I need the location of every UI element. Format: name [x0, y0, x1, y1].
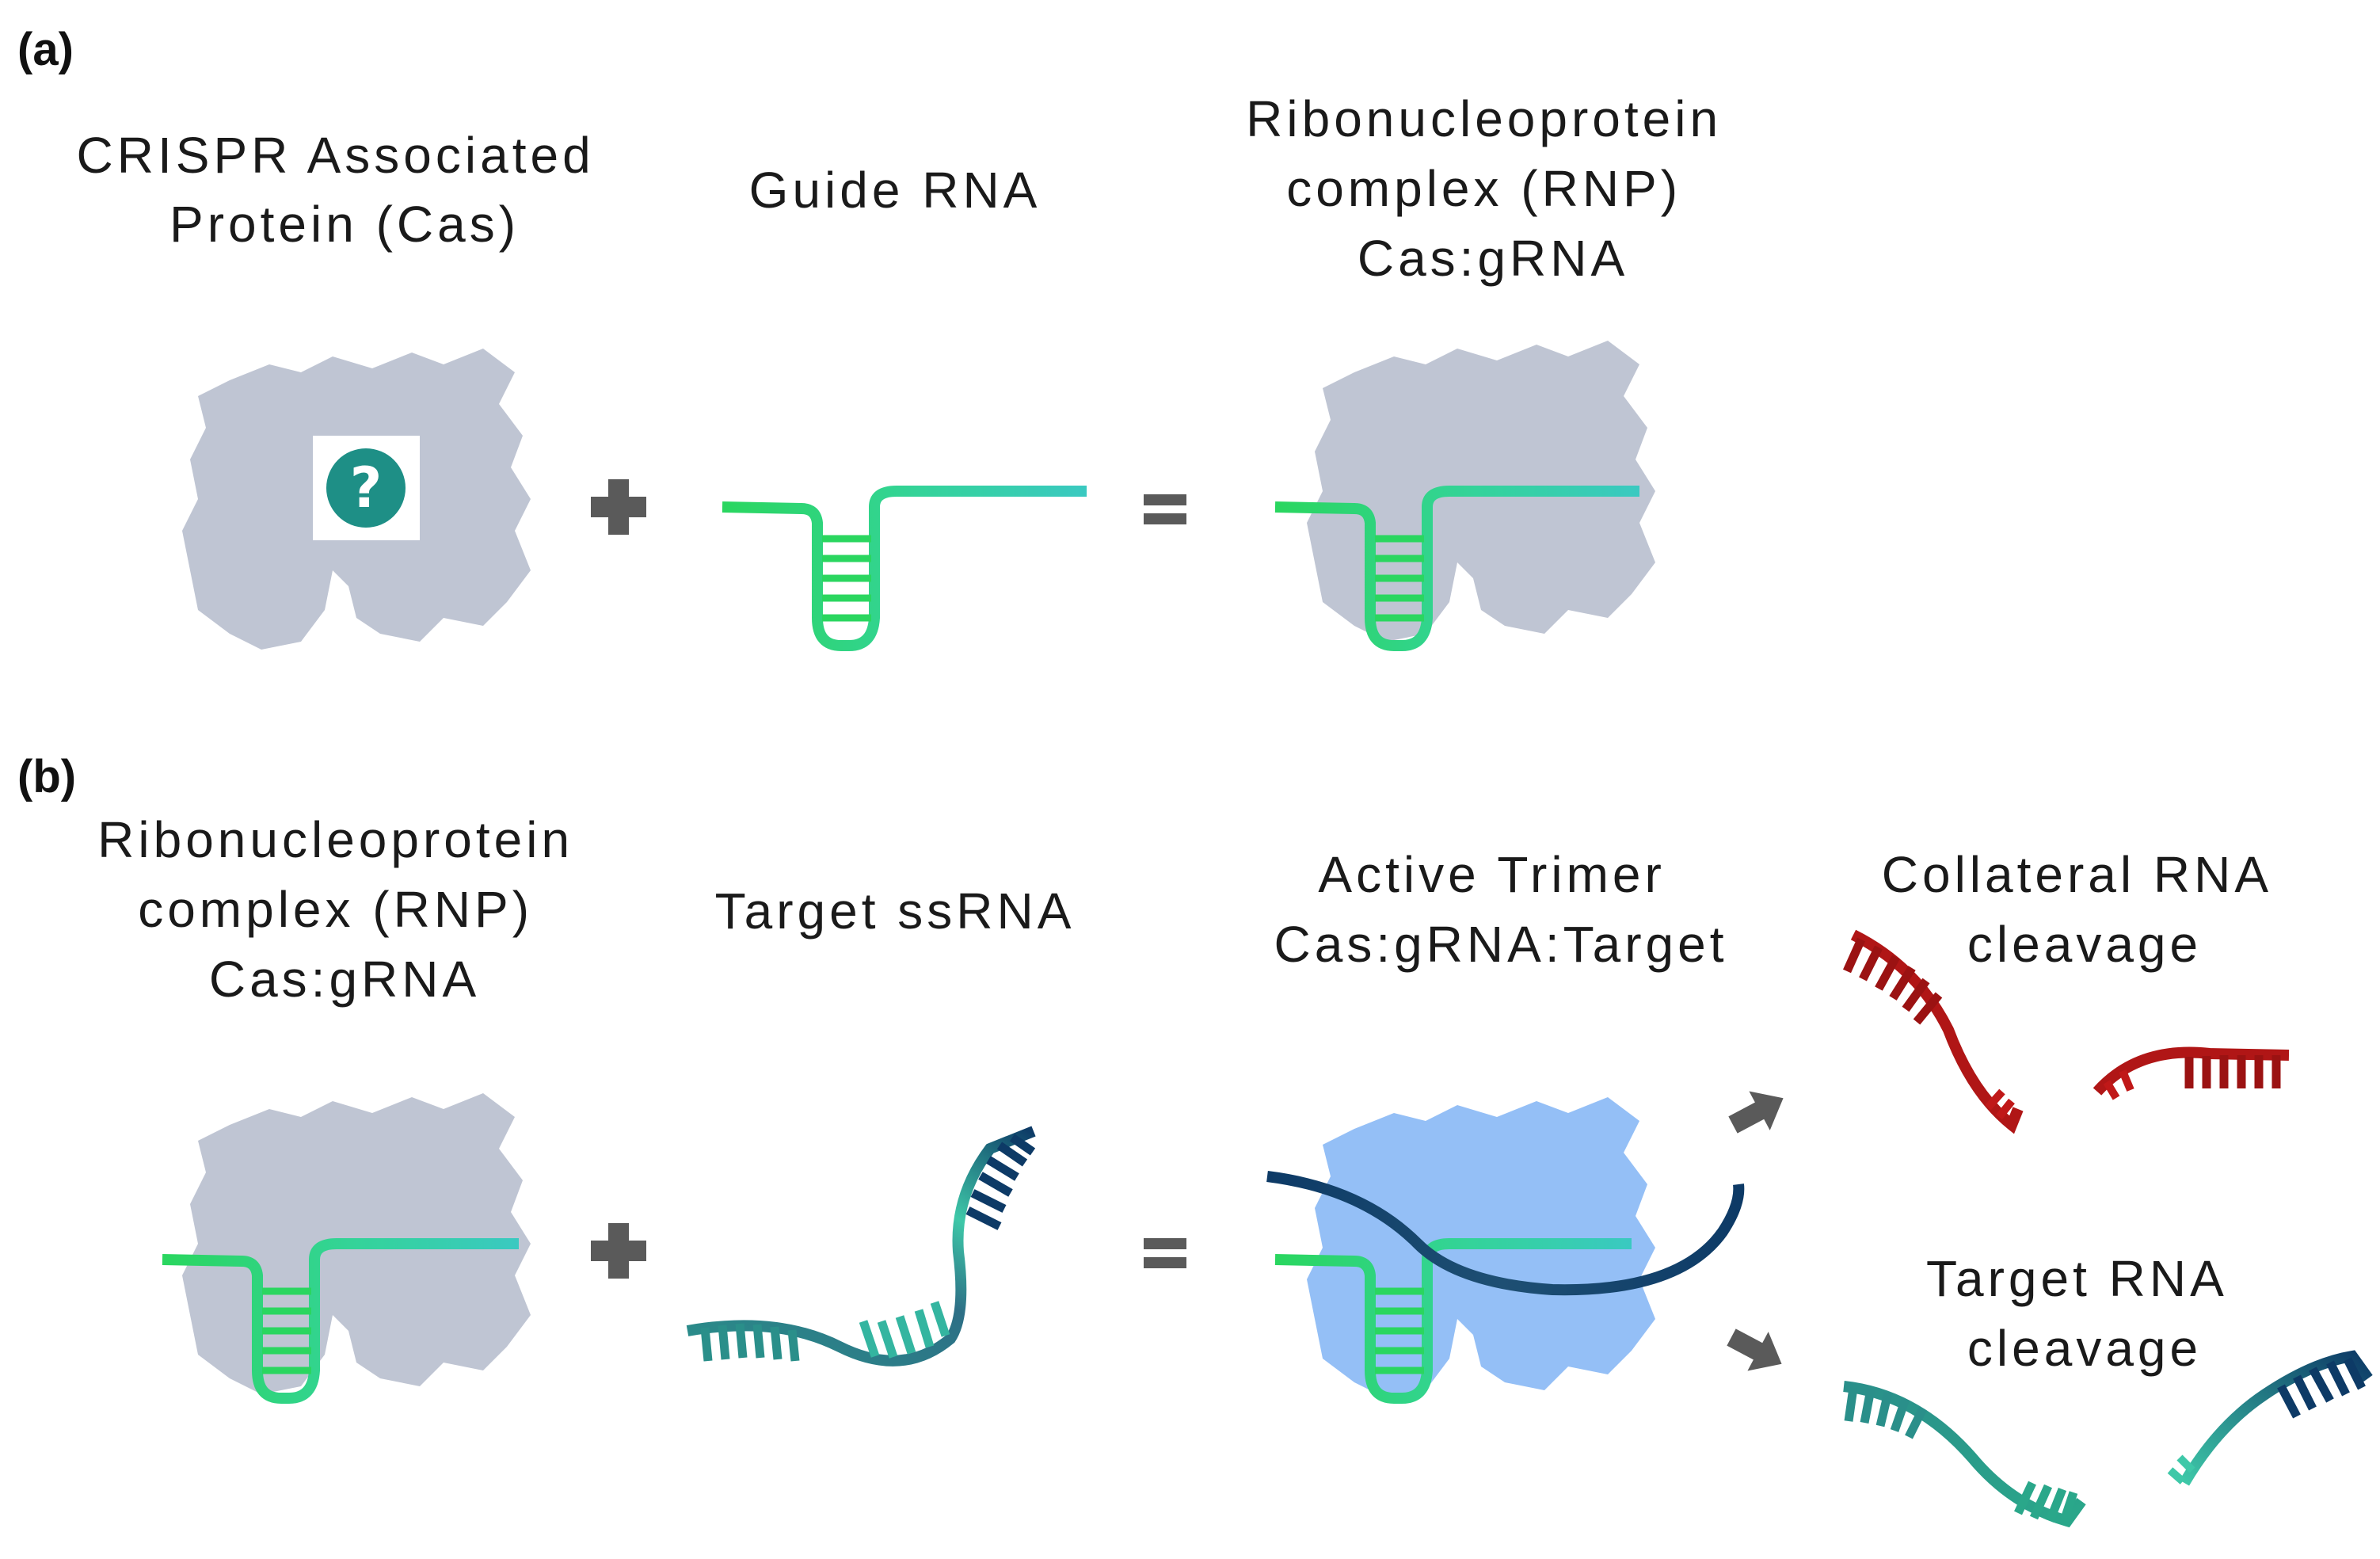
trimer-caption: Active Trimer Cas:gRNA:Target: [1274, 846, 1728, 973]
target-ssrna: [686, 1126, 1036, 1367]
rnp-caption-b-line-3: Cas:gRNA: [209, 951, 480, 1008]
rnp-caption-a-line-2: complex (RNP): [1286, 160, 1681, 217]
arrow-to-collateral: [1728, 1091, 1784, 1134]
target-cleavage-caption: Target RNA cleavage: [1926, 1250, 2243, 1377]
question-icon: ?: [350, 456, 383, 520]
target-ssrna-caption: Target ssRNA: [715, 882, 1076, 940]
question-badge: ?: [313, 436, 420, 540]
collateral-fragment-1: [1842, 929, 2024, 1134]
equals-operator-a: [1144, 494, 1186, 524]
active-trimer: [1266, 1097, 1745, 1404]
rnp-complex-a: [1274, 341, 1655, 651]
rnp-caption-a: Ribonucleoprotein complex (RNP) Cas:gRNA: [1246, 90, 1740, 287]
collateral-caption: Collateral RNA cleavage: [1882, 846, 2288, 973]
rnp-complex-b: [162, 1093, 531, 1404]
rnp-caption-b-line-2: complex (RNP): [138, 881, 533, 938]
cas-caption-line-2: Protein (Cas): [169, 196, 520, 253]
bound-target-strand: [1266, 1171, 1745, 1296]
target-cleavage-caption-line-1: Target RNA: [1926, 1250, 2225, 1307]
target-fragment-2: [2167, 1350, 2373, 1486]
collateral-caption-line-1: Collateral RNA: [1882, 846, 2270, 903]
collateral-fragment-2: [2092, 1046, 2290, 1100]
trimer-caption-line-1: Active Trimer: [1318, 846, 1665, 903]
target-fragment-1: [1843, 1381, 2086, 1528]
target-cleavage-caption-line-2: cleavage: [1967, 1320, 2202, 1377]
equals-operator-b: [1144, 1238, 1186, 1268]
cas-caption-line-1: CRISPR Associated: [77, 127, 595, 184]
guide-rna-caption: Guide RNA: [749, 162, 1041, 219]
arrow-to-target-cleavage: [1727, 1328, 1782, 1371]
cas-caption: CRISPR Associated Protein (Cas): [77, 127, 613, 253]
plus-operator-a: [591, 479, 646, 535]
rnp-caption-a-line-1: Ribonucleoprotein: [1246, 90, 1722, 147]
rnp-caption-b-line-1: Ribonucleoprotein: [97, 811, 573, 868]
panel-a-label: (a): [17, 24, 74, 75]
rnp-caption-b: Ribonucleoprotein complex (RNP) Cas:gRNA: [97, 811, 592, 1008]
plus-operator-b: [591, 1223, 646, 1279]
panel-b-label: (b): [17, 751, 76, 802]
trimer-caption-line-2: Cas:gRNA:Target: [1274, 916, 1728, 973]
guide-rna-a: [722, 486, 1087, 651]
collateral-caption-line-2: cleavage: [1967, 916, 2202, 973]
rnp-caption-a-line-3: Cas:gRNA: [1358, 230, 1628, 287]
